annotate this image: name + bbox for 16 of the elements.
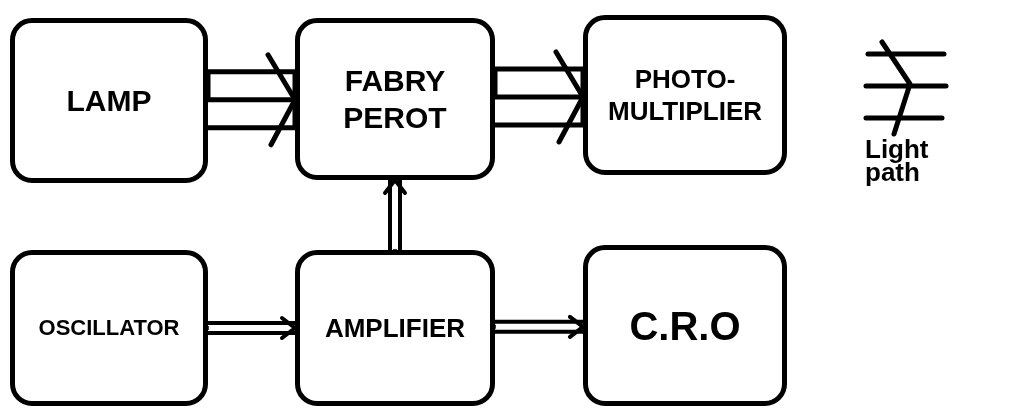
process-box: [10, 250, 208, 406]
arrow: [206, 316, 297, 340]
arrow: [383, 178, 407, 252]
box-label: LAMP: [66, 82, 152, 119]
box-label: C.R.O: [629, 302, 741, 350]
process-box: [583, 15, 787, 175]
box-label: AMPLIFIER: [324, 311, 466, 345]
arrow: [493, 314, 585, 339]
process-box: [10, 18, 208, 183]
process-box: [295, 250, 495, 406]
process-box: [295, 18, 495, 180]
box-label: OSCILLATOR: [38, 314, 180, 342]
box-label: FABRY PEROT: [342, 62, 448, 136]
process-box: [583, 245, 787, 406]
box-label: PHOTO- MULTIPLIER: [606, 62, 764, 128]
legend-label: Light path: [865, 138, 930, 185]
